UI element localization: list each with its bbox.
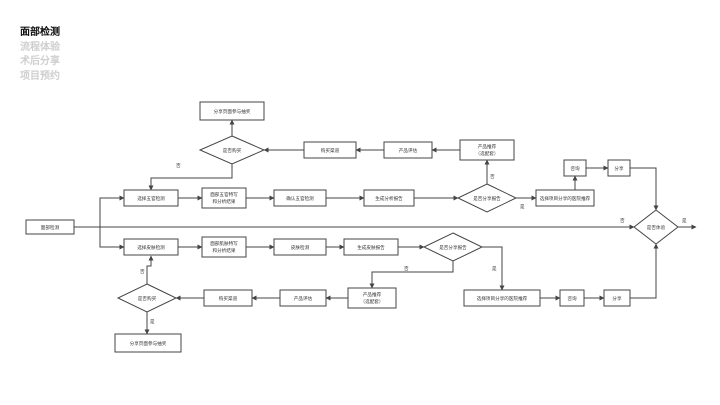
svg-text:是否体验: 是否体验 [647,224,666,231]
svg-text:选择项目分享的医院推荐: 选择项目分享的医院推荐 [477,295,528,302]
edge-branch-to-bottom [99,227,125,250]
end-decision[interactable]: 是否体验 [633,209,679,245]
svg-text:和分析结果: 和分析结果 [213,198,236,205]
edge-bottom-decision-choose [482,246,505,291]
svg-text:购买渠道: 购买渠道 [321,147,340,154]
edge-bottom-purchase-loop [146,255,154,284]
edge-bottom-share-end [630,243,659,299]
top-gen-node[interactable]: 生成分析报告 [363,189,415,207]
svg-text:是否分享报告: 是否分享报告 [439,244,467,251]
svg-text:产品评估: 产品评估 [399,147,418,154]
bottom-share-node[interactable]: 分享 [603,289,631,307]
label-start-no: 否 [620,218,625,224]
label-bottom-purchase-yes: 是 [150,319,155,325]
svg-text:产品推荐: 产品推荐 [363,291,382,298]
top-eval-node[interactable]: 产品评估 [383,141,433,159]
top-select-node[interactable]: 选择五官检测 [123,189,179,207]
svg-text:（选配套）: （选配套） [361,298,384,305]
bottom-result-node[interactable]: 分享页面参与抽奖 [114,333,182,353]
top-purchase-decision[interactable]: 是否购买 [198,135,266,165]
bottom-eval-node[interactable]: 产品评估 [279,289,327,307]
svg-text:咨询: 咨询 [567,295,577,302]
top-report-node[interactable]: 确认五官检测 [273,189,327,207]
menu-item-face-detection[interactable]: 面部检测 [20,27,60,38]
svg-text:面部五官特写: 面部五官特写 [210,191,238,198]
svg-text:是否购买: 是否购买 [223,147,242,154]
edge-top-purchase-loop [148,164,233,191]
svg-text:生成皮肤报告: 生成皮肤报告 [357,244,385,251]
top-intro-node[interactable]: 面部五官特写 和分析结果 [201,187,247,209]
label-bottom-purchase-no: 否 [140,269,145,275]
svg-text:皮肤检测: 皮肤检测 [291,244,310,251]
bottom-select-node[interactable]: 选择皮肤检测 [123,238,179,256]
svg-text:生成分析报告: 生成分析报告 [375,195,403,202]
svg-text:是否分享报告: 是否分享报告 [473,195,501,202]
bottom-share-decision[interactable]: 是否分享报告 [422,232,484,262]
top-consult-node[interactable]: 咨询 [563,159,587,177]
svg-text:面部肌肤特写: 面部肌肤特写 [210,240,238,247]
bottom-intro-node[interactable]: 面部肌肤特写 和分析结果 [201,236,247,258]
svg-text:是否购买: 是否购买 [138,295,157,302]
label-top-share-no: 否 [490,174,495,180]
svg-text:选择五官检测: 选择五官检测 [137,195,165,202]
svg-text:（选配套）: （选配套） [476,150,499,157]
svg-text:面部检测: 面部检测 [41,224,60,231]
label-top-purchase-no: 否 [176,163,181,169]
menu-item-booking[interactable]: 项目预约 [20,70,60,82]
svg-text:分享: 分享 [614,165,624,172]
top-share-decision[interactable]: 是否分享报告 [456,183,518,213]
menu-item-post-op-share[interactable]: 术后分享 [20,56,60,67]
top-product-node[interactable]: 产品推荐 （选配套） [459,139,515,161]
svg-text:选择皮肤检测: 选择皮肤检测 [137,244,165,251]
flow-edges [74,119,697,335]
top-share-node[interactable]: 分享 [607,159,631,177]
bottom-gen-node[interactable]: 生成皮肤报告 [343,238,399,256]
svg-text:购买渠道: 购买渠道 [219,295,238,302]
edge-labels: 否 否 是 否 是 否 是 否 是 [140,163,687,325]
menu-item-process-experience[interactable]: 流程体验 [20,41,60,53]
label-bottom-share-yes: 是 [492,266,497,272]
svg-text:分享: 分享 [612,295,622,302]
bottom-buy-node[interactable]: 购买渠道 [203,289,253,307]
edge-bottom-decision-product [369,261,454,289]
edge-top-share-end [630,167,659,211]
svg-text:分享页面参与抽奖: 分享页面参与抽奖 [214,108,251,115]
svg-text:咨询: 咨询 [570,165,580,172]
start-node[interactable]: 面部检测 [25,219,75,235]
bottom-purchase-decision[interactable]: 是否购买 [116,283,178,313]
bottom-report-node[interactable]: 皮肤检测 [273,238,327,256]
label-top-share-yes: 是 [520,204,525,210]
edge-branch-to-top [99,195,125,227]
svg-text:选择项目分享的医院推荐: 选择项目分享的医院推荐 [540,195,591,202]
svg-text:确认五官检测: 确认五官检测 [286,195,314,202]
bottom-consult-node[interactable]: 咨询 [559,289,585,307]
side-menu: 面部检测 流程体验 术后分享 项目预约 [20,26,60,84]
top-result-node[interactable]: 分享页面参与抽奖 [199,101,265,121]
label-end-yes: 是 [682,218,687,224]
label-bottom-share-no: 否 [404,266,409,272]
bottom-choose-share-node[interactable]: 选择项目分享的医院推荐 [463,289,541,307]
svg-text:分享页面参与抽奖: 分享页面参与抽奖 [130,340,167,347]
bottom-product-node[interactable]: 产品推荐 （选配套） [347,287,397,309]
svg-text:和分析结果: 和分析结果 [213,247,236,254]
top-choose-share-node[interactable]: 选择项目分享的医院推荐 [535,189,595,207]
svg-text:产品评估: 产品评估 [294,295,313,302]
top-buy-node[interactable]: 购买渠道 [303,141,357,159]
svg-text:产品推荐: 产品推荐 [478,143,497,150]
